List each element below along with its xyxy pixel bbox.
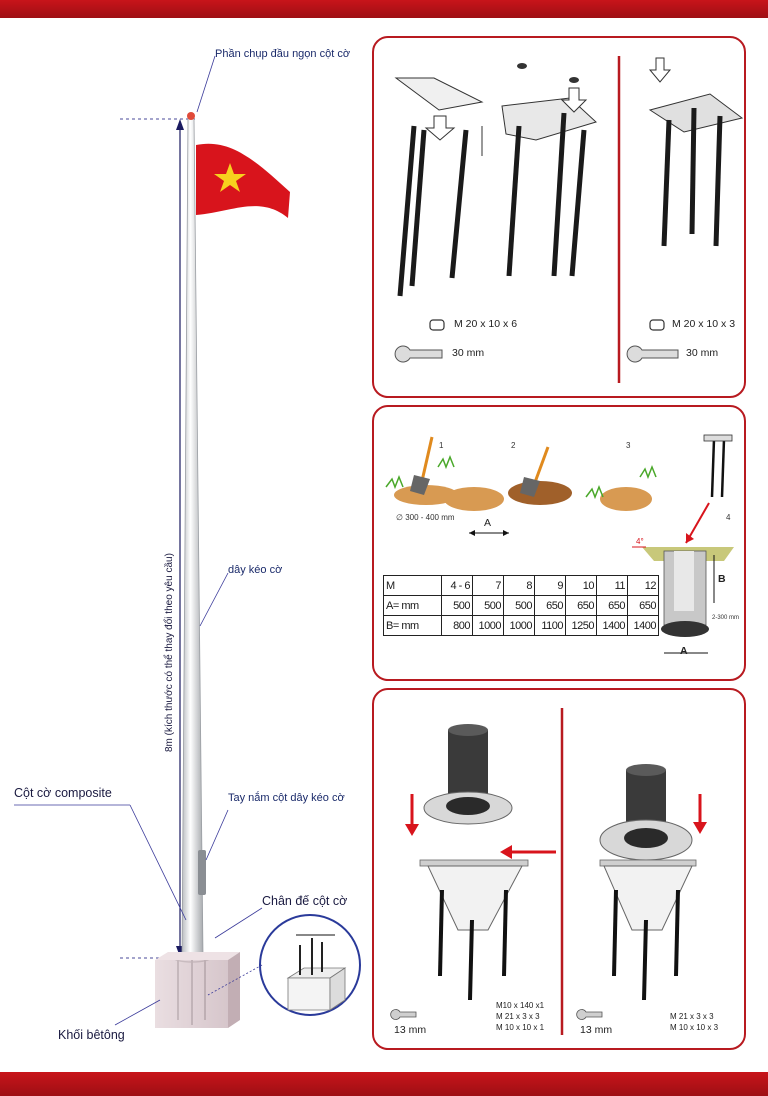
nut-icon: [429, 319, 445, 331]
right-part-1: M 21 x 3 x 3: [670, 1012, 714, 1021]
angle-label: 4°: [636, 537, 644, 546]
top-red-band: [0, 0, 768, 18]
table-cell: M: [383, 575, 442, 596]
left-wrench-size: 13 mm: [394, 1024, 427, 1036]
left-part-1: M10 x 140 x1: [496, 1001, 545, 1010]
right-part-2: M 10 x 10 x 3: [670, 1023, 719, 1032]
step-2-number: 2: [511, 441, 516, 450]
table-cell: 650: [627, 595, 659, 616]
table-cell: 500: [441, 595, 473, 616]
wrench-icon: [576, 1009, 603, 1020]
composite-pole-label: Cột cờ composite: [14, 786, 112, 800]
table-cell: 7: [472, 575, 504, 596]
table-cell: 10: [565, 575, 597, 596]
table-cell: 1400: [627, 615, 659, 636]
table-cell: 1400: [596, 615, 628, 636]
table-cell: 1000: [503, 615, 535, 636]
table-row: M 4 - 6 7 8 9 10 11 12: [383, 575, 659, 596]
table-row: A= mm 500 500 500 650 650 650 650: [383, 595, 659, 616]
pole-height-dimension: 8m (kích thước có thể thay đổi theo yêu …: [164, 553, 175, 752]
table-cell: 500: [472, 595, 504, 616]
left-part-2: M 21 x 3 x 3: [496, 1012, 540, 1021]
foundation-panel: 1 2 3 4 ∅ 300 - 400 mm A B A 2-300 mm 4°…: [372, 405, 746, 681]
right-wrench-size: 13 mm: [580, 1024, 613, 1036]
block-dimension-a-label: A: [680, 645, 688, 657]
wrench-icon: [394, 345, 443, 363]
left-nut-spec: M 20 x 10 x 6: [454, 318, 518, 330]
table-row: B= mm 800 1000 1000 1100 1250 1400 1400: [383, 615, 659, 636]
table-cell: 11: [596, 575, 628, 596]
dimension-a-label: A: [484, 517, 492, 529]
gravel-depth-label: 2-300 mm: [712, 615, 740, 621]
table-cell: 650: [534, 595, 566, 616]
step-1-number: 1: [439, 441, 444, 450]
left-wrench-size: 30 mm: [452, 347, 485, 359]
step-4-number: 4: [726, 513, 731, 522]
wrench-icon: [390, 1009, 417, 1020]
table-cell: 12: [627, 575, 659, 596]
nut-icon: [649, 319, 665, 331]
left-part-3: M 10 x 10 x 1: [496, 1023, 545, 1032]
anchor-assembly-diagram: [394, 56, 744, 383]
rope-label: dây kéo cờ: [228, 564, 283, 576]
base-mounting-panel: 13 mm M10 x 140 x1 M 21 x 3 x 3 M 10 x 1…: [372, 688, 746, 1050]
rope-handle-label: Tay nắm cột dây kéo cờ: [228, 792, 345, 804]
base-mounting-diagram: [390, 708, 707, 1035]
wrench-icon: [626, 345, 679, 363]
table-cell: 650: [596, 595, 628, 616]
dimension-table: M 4 - 6 7 8 9 10 11 12 A= mm 500 500 500…: [383, 575, 659, 636]
table-cell: 800: [441, 615, 473, 636]
table-cell: 650: [565, 595, 597, 616]
table-cell: 4 - 6: [441, 575, 473, 596]
right-wrench-size: 30 mm: [686, 347, 719, 359]
dimension-b-label: B: [718, 573, 726, 585]
table-cell: 9: [534, 575, 566, 596]
top-cap-label: Phần chụp đầu ngọn cột cờ: [215, 48, 351, 60]
foundation-diagram: [385, 434, 734, 654]
bottom-red-band: [0, 1072, 768, 1096]
flagpole-illustration: [14, 55, 361, 1028]
table-cell: 1100: [534, 615, 566, 636]
table-cell: A= mm: [383, 595, 442, 616]
table-cell: B= mm: [383, 615, 442, 636]
table-cell: 8: [503, 575, 535, 596]
right-nut-spec: M 20 x 10 x 3: [672, 318, 736, 330]
anchor-assembly-panel: M 20 x 10 x 6 30 mm M 20 x 10 x 3 30 mm: [372, 36, 746, 398]
table-cell: 500: [503, 595, 535, 616]
concrete-block-label: Khối bêtông: [58, 1028, 125, 1042]
table-cell: 1250: [565, 615, 597, 636]
table-cell: 1000: [472, 615, 504, 636]
hole-diameter-label: ∅ 300 - 400 mm: [396, 513, 455, 522]
step-3-number: 3: [626, 441, 631, 450]
base-label: Chân đế cột cờ: [262, 894, 348, 908]
